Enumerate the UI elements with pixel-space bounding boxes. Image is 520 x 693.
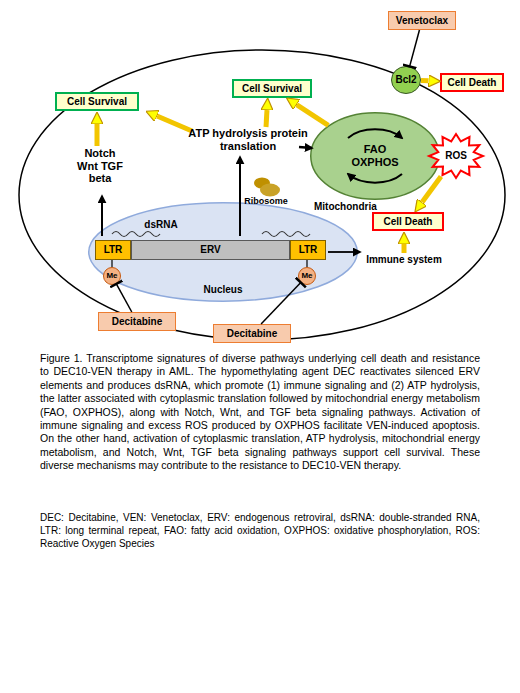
outcome-box: Cell Survival (55, 92, 139, 111)
dsrna-wave (112, 232, 160, 237)
node-text: Me (301, 271, 312, 280)
node-text: LTR (104, 244, 123, 256)
effect-arrow (422, 177, 441, 203)
effect-arrow (421, 78, 429, 83)
pathway-label: Notch Wnt TGF beta (74, 147, 126, 185)
nucleus-ellipse: Nucleus LTR ERV LTR Me Me (88, 202, 358, 302)
mitochondria-ellipse-shape (311, 113, 440, 200)
node-text: Me (106, 271, 117, 280)
methyl-circle: Me (103, 267, 121, 285)
protein-circle: Bcl2 (391, 66, 421, 94)
methyl-circle-shape (299, 268, 316, 285)
figure-caption: Figure 1. Transcriptome signatures of di… (40, 352, 480, 473)
ltr-box: LTR (95, 240, 131, 260)
node-heading: Mitochondria (314, 201, 377, 213)
outcome-box: Cell Death (440, 73, 504, 92)
drug-box: Decitabine (213, 324, 291, 343)
inhibition-connector (116, 284, 131, 312)
signal-arrow (299, 147, 312, 148)
immune-label: Immune system (362, 254, 446, 266)
inhibition-connector (410, 30, 420, 66)
node-text: Cell Death (448, 77, 497, 89)
abbreviation-note: DEC: Decitabine, VEN: Venetoclax, ERV: e… (40, 511, 480, 550)
rna-label: dsRNA (136, 219, 186, 231)
nucleus-ellipse-shape (89, 203, 358, 302)
node-text: Cell Survival (242, 83, 302, 95)
methyl-link (306, 260, 307, 267)
protein-circle-shape (392, 67, 421, 94)
node-text: Bcl2 (395, 74, 416, 86)
inhibition-connector (261, 283, 301, 324)
outcome-box: Cell Survival (232, 79, 312, 98)
ribosome-subunit (254, 178, 270, 189)
signal-arrow (328, 251, 360, 253)
mitochondria-ellipse: FAO OXPHOSMitochondria (310, 112, 440, 200)
cycle-arrow (348, 129, 402, 138)
methyl-link (111, 260, 112, 267)
node-text: Decitabine (112, 316, 163, 328)
process-label: ATP hydrolysis protein translation (188, 127, 308, 152)
effect-arrow (402, 244, 407, 253)
ros-burst: ROS (427, 132, 485, 180)
drug-box: Venetoclax (388, 11, 456, 30)
ros-burst-shape (429, 134, 483, 178)
node-text: ROS (445, 150, 467, 162)
node-text: Decitabine (227, 328, 278, 340)
cycle-arrow (348, 174, 402, 183)
effect-arrow (266, 110, 267, 127)
methyl-circle: Me (298, 267, 316, 285)
node-text: FAO OXPHOS (348, 143, 402, 168)
node-text: Nucleus (88, 284, 358, 296)
effect-arrow (157, 116, 192, 131)
node-text: ERV (200, 244, 220, 256)
signal-arrow (239, 157, 241, 236)
outcome-box: Cell Death (372, 212, 444, 231)
signal-arrow (101, 196, 103, 236)
ltr-box: LTR (290, 240, 326, 260)
cell-membrane (19, 50, 505, 340)
methyl-circle-shape (104, 268, 121, 285)
drug-box: Decitabine (98, 312, 176, 331)
node-text: LTR (299, 244, 318, 256)
dsrna-wave (262, 232, 310, 237)
organelle-label: Ribosome (236, 196, 296, 206)
node-text: Cell Death (384, 216, 433, 228)
effect-arrow (95, 124, 100, 146)
effect-arrow (297, 105, 329, 126)
erv-box: ERV (131, 240, 290, 260)
node-text: Venetoclax (396, 15, 448, 27)
ribosome-subunit (260, 184, 280, 197)
node-text: Cell Survival (67, 96, 127, 108)
